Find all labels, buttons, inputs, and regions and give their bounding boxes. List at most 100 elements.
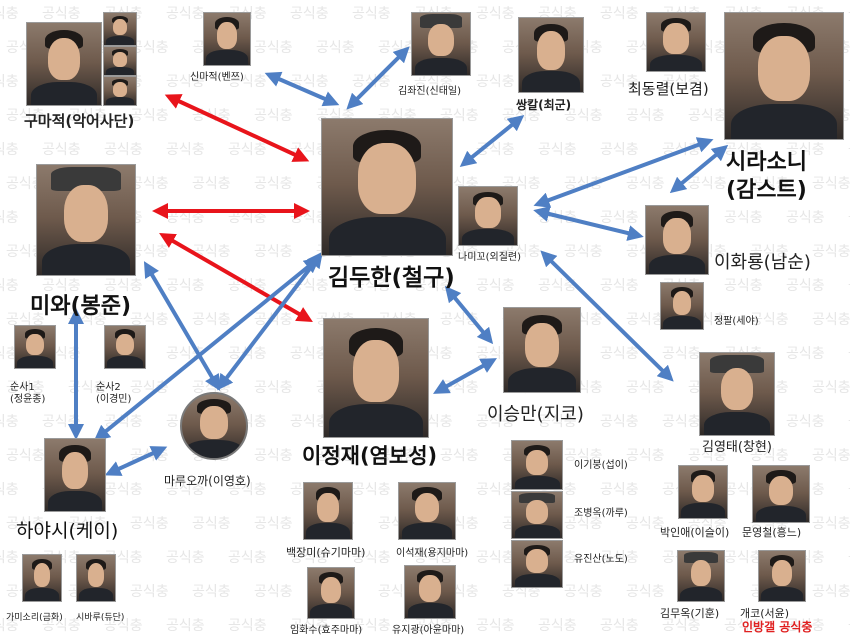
watermark-text: 공식충: [626, 584, 665, 600]
watermark-text: 공식충: [812, 312, 850, 328]
lee-gibung-photo: [511, 440, 563, 490]
watermark-text: 공식충: [626, 176, 665, 192]
label-lee-jeongjae: 이정재(염보성): [302, 444, 438, 468]
shinma-photo: [203, 12, 251, 66]
watermark-text: 공식충: [600, 278, 639, 294]
watermark-text: 공식충: [254, 312, 293, 328]
watermark-text: 공식충: [476, 142, 515, 158]
watermark-text: 공식충: [42, 142, 81, 158]
watermark-text: 공식충: [724, 550, 763, 566]
sunsa1-photo: [14, 325, 56, 369]
watermark-text: 공식충: [786, 414, 825, 430]
watermark-text: 공식충: [564, 584, 603, 600]
watermark-text: 공식충: [0, 210, 19, 226]
watermark-text: 공식충: [228, 618, 267, 634]
watermark-text: 공식충: [626, 312, 665, 328]
jo-byeongok-photo: [511, 491, 563, 539]
label-jeongpal: 정팔(세야): [714, 316, 759, 327]
label-nameiko: 나미꼬(외질련): [458, 252, 522, 263]
watermark-text: 공식충: [254, 380, 293, 396]
watermark-text: 공식충: [254, 108, 293, 124]
yu-jinsan-photo: [511, 540, 563, 588]
watermark-text: 공식충: [0, 482, 19, 498]
watermark-text: 공식충: [254, 244, 293, 260]
watermark-text: 공식충: [0, 74, 19, 90]
label-lee-seokjae: 이석재(용지마마): [396, 548, 469, 559]
watermark-text: 공식충: [476, 550, 515, 566]
ssangkal-photo: [518, 17, 584, 93]
watermark-text: 공식충: [600, 482, 639, 498]
label-shinma: 신마적(벤쯔): [190, 72, 244, 83]
watermark-text: 공식충: [130, 380, 169, 396]
watermark-text: 공식충: [538, 142, 577, 158]
watermark-text: 공식충: [626, 448, 665, 464]
label-mun-yeongcheol: 문영철(흥느): [742, 526, 802, 539]
label-choi-dongyeol: 최동렬(보겸): [628, 80, 709, 98]
watermark-text: 공식충: [192, 176, 231, 192]
guma-photo-main: [26, 22, 102, 106]
watermark-text: 공식충: [104, 482, 143, 498]
watermark-text: 공식충: [626, 516, 665, 532]
nameiko-photo: [458, 186, 518, 246]
watermark-text: 공식충: [228, 142, 267, 158]
lee-hwaryong-photo: [645, 205, 709, 275]
sibaru-photo: [76, 554, 116, 602]
lee-jeongjae-photo: [323, 318, 429, 438]
watermark-text: 공식충: [600, 618, 639, 634]
baek-jangmi-photo: [303, 482, 353, 540]
label-sibaru: 시바루(듀단): [76, 613, 125, 623]
kim-muok-photo: [677, 550, 725, 602]
mun-yeongcheol-photo: [752, 465, 810, 523]
label-ssangkal: 쌍칼(최군): [516, 98, 572, 112]
label-lee-gibung: 이기붕(섭이): [574, 460, 628, 471]
watermark-text: 공식충: [166, 142, 205, 158]
maruoka-photo: [180, 392, 248, 460]
label-shirasoni-line2: (감스트): [726, 178, 807, 203]
watermark-text: 공식충: [166, 550, 205, 566]
label-kim-duhan: 김두한(철구): [328, 265, 455, 291]
watermark-text: 공식충: [254, 448, 293, 464]
credit-text: 인방갤 공식충: [742, 620, 813, 634]
watermark-text: 공식충: [600, 210, 639, 226]
arrow-maruoka-hayashi: [104, 446, 168, 476]
hayashi-photo: [44, 438, 106, 512]
lee-seungman-photo: [503, 307, 581, 393]
watermark-text: 공식충: [130, 516, 169, 532]
label-sunsa1-line2: (정윤종): [10, 394, 46, 405]
label-shirasoni-line1: 시라소니: [726, 150, 807, 175]
label-hayashi: 하야시(케이): [16, 520, 119, 542]
watermark-text: 공식충: [254, 584, 293, 600]
watermark-text: 공식충: [724, 278, 763, 294]
label-kim-yeongtae: 김영태(창현): [702, 440, 772, 455]
watermark-text: 공식충: [600, 6, 639, 22]
label-gaekko: 개코(서윤): [740, 607, 790, 620]
watermark-text: 공식충: [254, 40, 293, 56]
watermark-text: 공식충: [564, 176, 603, 192]
arrow-shirasoni-vertical: [669, 144, 729, 194]
label-sunsa2-line1: 순사2: [96, 382, 121, 393]
watermark-text: 공식충: [42, 414, 81, 430]
label-miwa: 미와(봉준): [30, 294, 132, 319]
watermark-text: 공식충: [166, 618, 205, 634]
watermark-text: 공식충: [440, 312, 479, 328]
guma-photo-small-3: [103, 76, 137, 106]
label-gamisori: 가미소리(금화): [6, 613, 63, 623]
watermark-text: 공식충: [166, 278, 205, 294]
miwa-photo: [36, 164, 136, 276]
shirasoni-photo: [724, 12, 844, 140]
arrow-kimduhan-maruoka: [217, 251, 323, 391]
label-jo-byeongok: 조병옥(까루): [574, 508, 628, 519]
kim-jwajin-photo: [411, 12, 471, 76]
watermark-text: 공식충: [600, 142, 639, 158]
watermark-text: 공식충: [786, 278, 825, 294]
watermark-text: 공식충: [662, 142, 701, 158]
label-sunsa1-line1: 순사1: [10, 382, 35, 393]
watermark-text: 공식충: [812, 244, 850, 260]
label-sunsa2-line2: (이경민): [96, 394, 132, 405]
watermark-text: 공식충: [662, 414, 701, 430]
watermark-text: 공식충: [538, 210, 577, 226]
arrow-shirasoni-nameiko: [533, 137, 714, 208]
watermark-text: 공식충: [228, 346, 267, 362]
watermark-text: 공식충: [130, 584, 169, 600]
